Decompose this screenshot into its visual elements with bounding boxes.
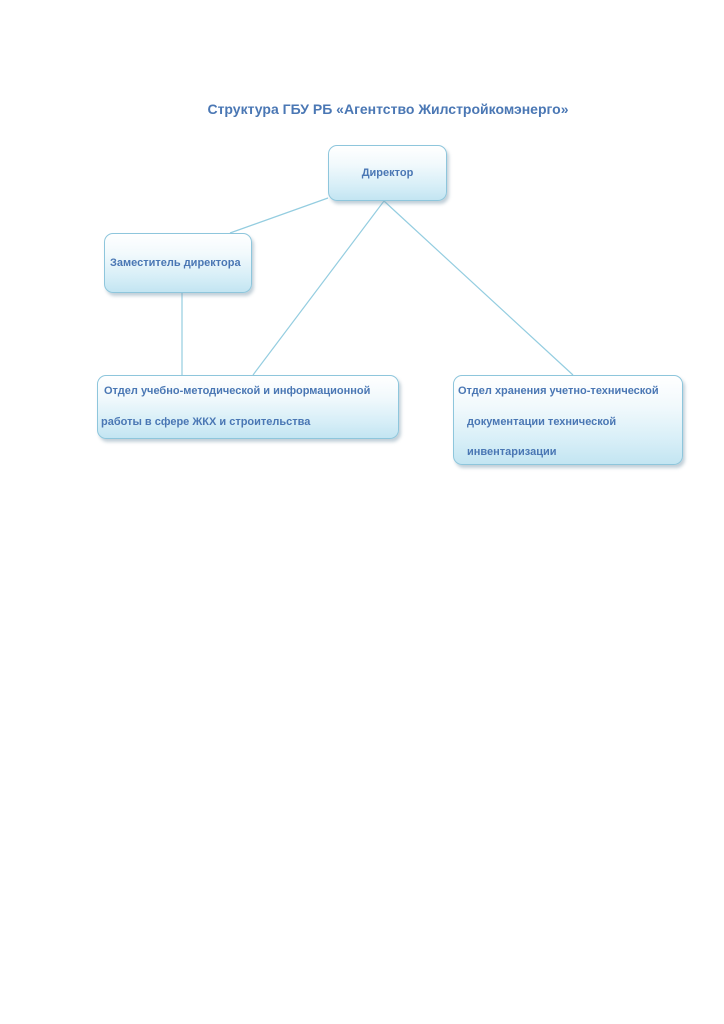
director-label: Директор bbox=[361, 167, 414, 179]
department-documentation-label-line-3: инвентаризации bbox=[467, 446, 557, 458]
edge-director-deputy bbox=[229, 197, 329, 234]
deputy-director-label: Заместитель директора bbox=[110, 257, 241, 269]
page-title: Структура ГБУ РБ «Агентство Жилстройкомэ… bbox=[207, 101, 569, 117]
director-box: Директор bbox=[328, 145, 447, 201]
department-methodical-label-line-1: Отдел учебно-методической и информационн… bbox=[104, 385, 371, 397]
department-methodical-box: Отдел учебно-методической и информационн… bbox=[97, 375, 399, 439]
edge-director-department-2 bbox=[383, 200, 574, 376]
department-documentation-box: Отдел хранения учетно-технической докуме… bbox=[453, 375, 683, 465]
department-documentation-label-line-2: документации технической bbox=[467, 416, 617, 428]
edge-director-department-1 bbox=[252, 200, 385, 376]
department-documentation-label-line-1: Отдел хранения учетно-технической bbox=[458, 385, 659, 397]
deputy-director-box: Заместитель директора bbox=[104, 233, 252, 293]
department-methodical-label-line-2: работы в сфере ЖКХ и строительства bbox=[101, 416, 311, 428]
